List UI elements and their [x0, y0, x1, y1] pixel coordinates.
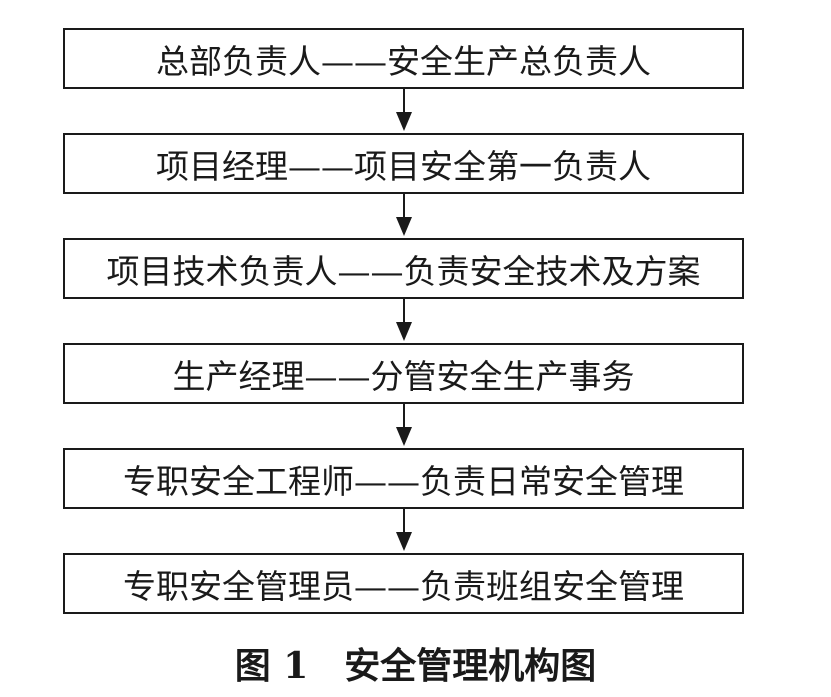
arrow-down-icon: [396, 193, 412, 236]
box-headquarters-leader: 总部负责人——安全生产总负责人: [63, 28, 744, 89]
box-project-manager: 项目经理——项目安全第一负责人: [63, 133, 744, 194]
box-safety-officer: 专职安全管理员——负责班组安全管理: [63, 553, 744, 614]
box-label: 专职安全工程师——负责日常安全管理: [123, 461, 684, 501]
figure-caption: 图 1 安全管理机构图: [234, 645, 597, 687]
box-label: 总部负责人——安全生产总负责人: [156, 41, 651, 81]
arrow-down-icon: [396, 508, 412, 551]
box-label: 项目经理——项目安全第一负责人: [156, 146, 651, 186]
box-production-manager: 生产经理——分管安全生产事务: [63, 343, 744, 404]
arrow-down-icon: [396, 403, 412, 446]
arrow-down-icon: [396, 88, 412, 131]
box-label: 专职安全管理员——负责班组安全管理: [123, 566, 684, 606]
box-safety-engineer: 专职安全工程师——负责日常安全管理: [63, 448, 744, 509]
box-label: 项目技术负责人——负责安全技术及方案: [106, 251, 701, 291]
arrow-down-icon: [396, 298, 412, 341]
box-label: 生产经理——分管安全生产事务: [172, 356, 635, 396]
box-technical-leader: 项目技术负责人——负责安全技术及方案: [63, 238, 744, 299]
